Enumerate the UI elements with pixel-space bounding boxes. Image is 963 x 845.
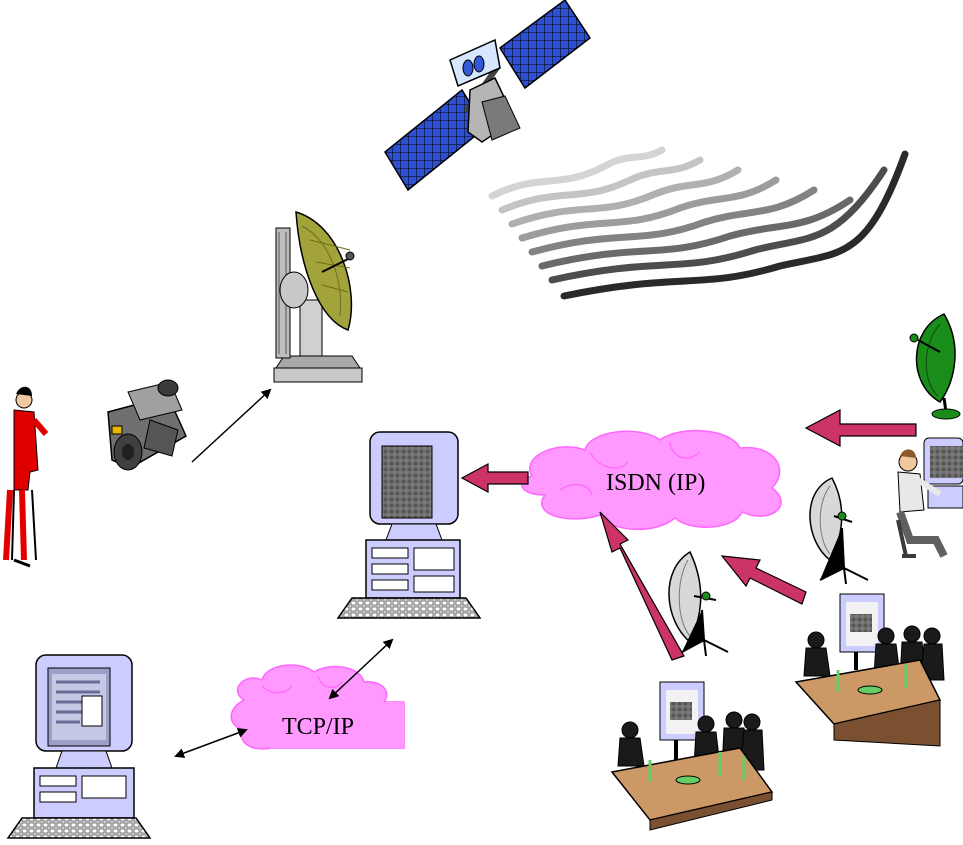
small-dish-icon — [809, 477, 869, 585]
computer-terminal-icon — [6, 654, 152, 839]
tcp-to-server-arrow — [328, 638, 394, 700]
green-dish-icon — [909, 313, 961, 420]
dish-to-dish-arrow — [720, 555, 807, 605]
conference-room-icon — [794, 593, 945, 747]
satellite-dish-icon — [273, 210, 363, 383]
satellite-icon — [384, 0, 592, 192]
isdn-to-server-arrow — [460, 462, 529, 494]
presenter-icon — [3, 386, 49, 568]
conference-room-icon — [610, 681, 774, 831]
small-dish-icon — [668, 550, 729, 657]
dish-to-satellite-arrow — [804, 409, 917, 447]
uplink-arrow — [191, 388, 272, 463]
conference-to-isdn-arrow — [599, 511, 685, 661]
tcp-to-terminal-arrow — [174, 728, 248, 758]
signal-waves-icon — [488, 146, 909, 300]
isdn-ip-label: ISDN (IP) — [606, 470, 706, 496]
isdn-cloud — [521, 429, 782, 530]
tcp-ip-label: TCP/IP — [282, 714, 355, 740]
computer-workstation-icon — [336, 431, 482, 619]
operator-at-computer-icon — [896, 437, 963, 558]
video-camera-icon — [107, 379, 187, 471]
